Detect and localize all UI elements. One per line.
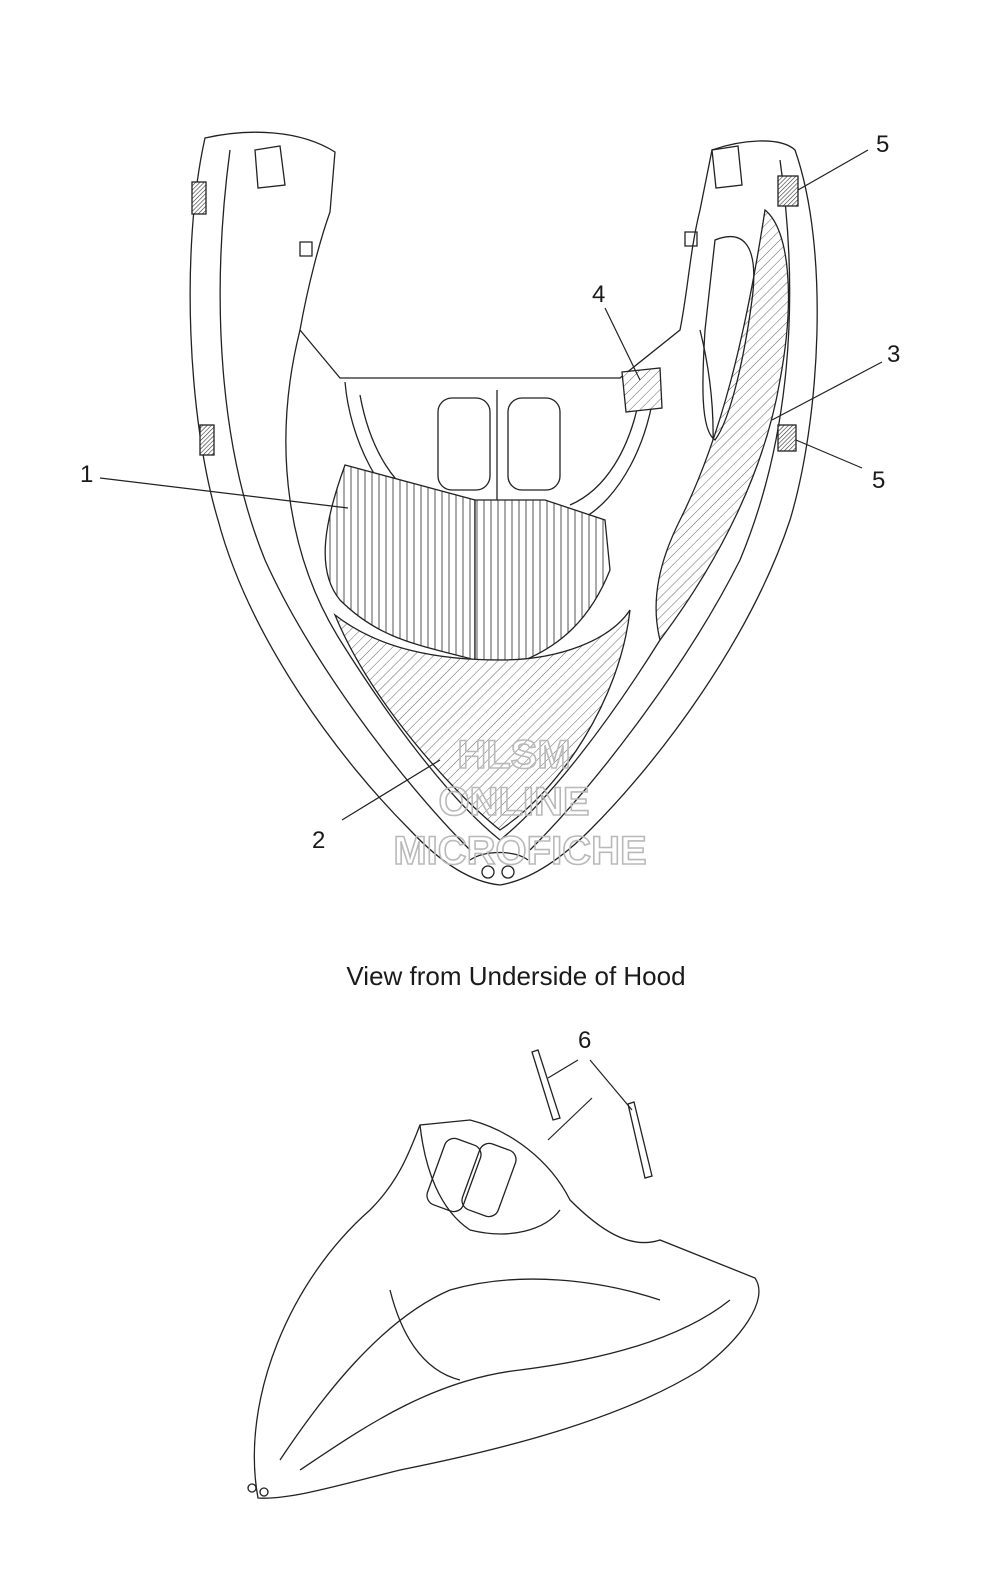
decal-3-region [655, 208, 790, 642]
watermark-line-1: HLSM [457, 733, 570, 777]
decal-2-region [333, 609, 631, 831]
watermark-line-3: MICROFICHE [393, 829, 646, 873]
callout-2: 2 [312, 827, 325, 854]
decal-5-lower [777, 424, 797, 452]
callout-6: 6 [578, 1027, 591, 1054]
callout-5-upper: 5 [876, 131, 889, 158]
callout-3: 3 [887, 341, 900, 368]
decal-4-region [621, 367, 663, 413]
decal-5-upper [777, 175, 799, 207]
hood-underside-view [189, 131, 818, 886]
decal-6-strip-right [627, 1101, 653, 1179]
leader-lines-iso [547, 1059, 633, 1141]
callout-1: 1 [80, 461, 93, 488]
hood-iso-outline [253, 1119, 760, 1499]
callout-4: 4 [592, 281, 605, 308]
decal-1-region [324, 464, 476, 661]
watermark: HLSM ONLINE MICROFICHE [393, 732, 648, 874]
watermark-line-2: ONLINE [438, 780, 589, 824]
hood-isometric-view [247, 1049, 760, 1499]
decal-6-strip-left [531, 1049, 561, 1121]
hood-outer-outline [189, 131, 818, 886]
callout-5-lower: 5 [872, 467, 885, 494]
view-caption: View from Underside of Hood [346, 961, 685, 991]
leader-lines-top [99, 149, 883, 821]
